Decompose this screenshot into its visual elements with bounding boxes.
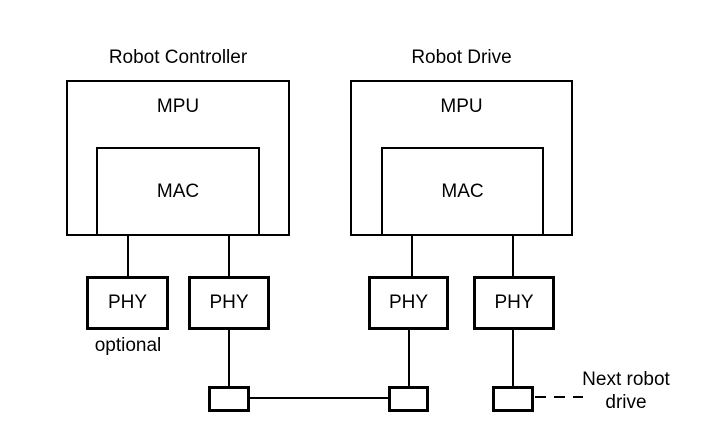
- next-robot-drive-label: Next robot drive: [570, 368, 682, 414]
- robot-controller-mac-box: MAC: [96, 147, 260, 236]
- drive-mac-phy-left-line: [411, 236, 413, 276]
- controller-mac-phy-main-line: [228, 236, 230, 276]
- robot-drive-title: Robot Drive: [411, 47, 512, 68]
- controller-drive-cable-line: [250, 397, 388, 399]
- controller-phy-connector-line: [228, 330, 230, 386]
- next-robot-drive-label-line1: Next robot: [582, 369, 670, 390]
- drive-phy-right-label: PHY: [494, 292, 534, 313]
- robot-drive-mac-box: MAC: [381, 147, 544, 236]
- drive-port-right-box: [492, 386, 534, 412]
- drive-phy-left-connector-line: [408, 330, 410, 386]
- controller-phy-main-label: PHY: [209, 292, 249, 313]
- robot-controller-title: Robot Controller: [108, 47, 248, 68]
- controller-phy-optional-label: PHY: [107, 292, 148, 313]
- next-drive-dashed-line: [535, 396, 583, 398]
- drive-phy-left-box: PHY: [368, 276, 449, 330]
- robot-controller-mac-label: MAC: [156, 180, 200, 202]
- controller-phy-optional-box: PHY: [86, 276, 169, 330]
- optional-note-label: optional: [94, 335, 162, 356]
- drive-port-left-box: [388, 386, 429, 412]
- drive-phy-right-connector-line: [512, 330, 514, 386]
- next-robot-drive-label-line2: drive: [605, 392, 647, 413]
- controller-port-box: [208, 386, 250, 412]
- drive-mac-phy-right-line: [512, 236, 514, 276]
- controller-mac-phy-optional-line: [127, 236, 129, 276]
- drive-phy-right-box: PHY: [473, 276, 555, 330]
- robot-drive-mac-label: MAC: [441, 180, 484, 202]
- robot-controller-mpu-label: MPU: [156, 96, 200, 117]
- drive-phy-left-label: PHY: [388, 292, 429, 313]
- controller-phy-main-box: PHY: [188, 276, 270, 330]
- robot-drive-mpu-label: MPU: [440, 96, 483, 117]
